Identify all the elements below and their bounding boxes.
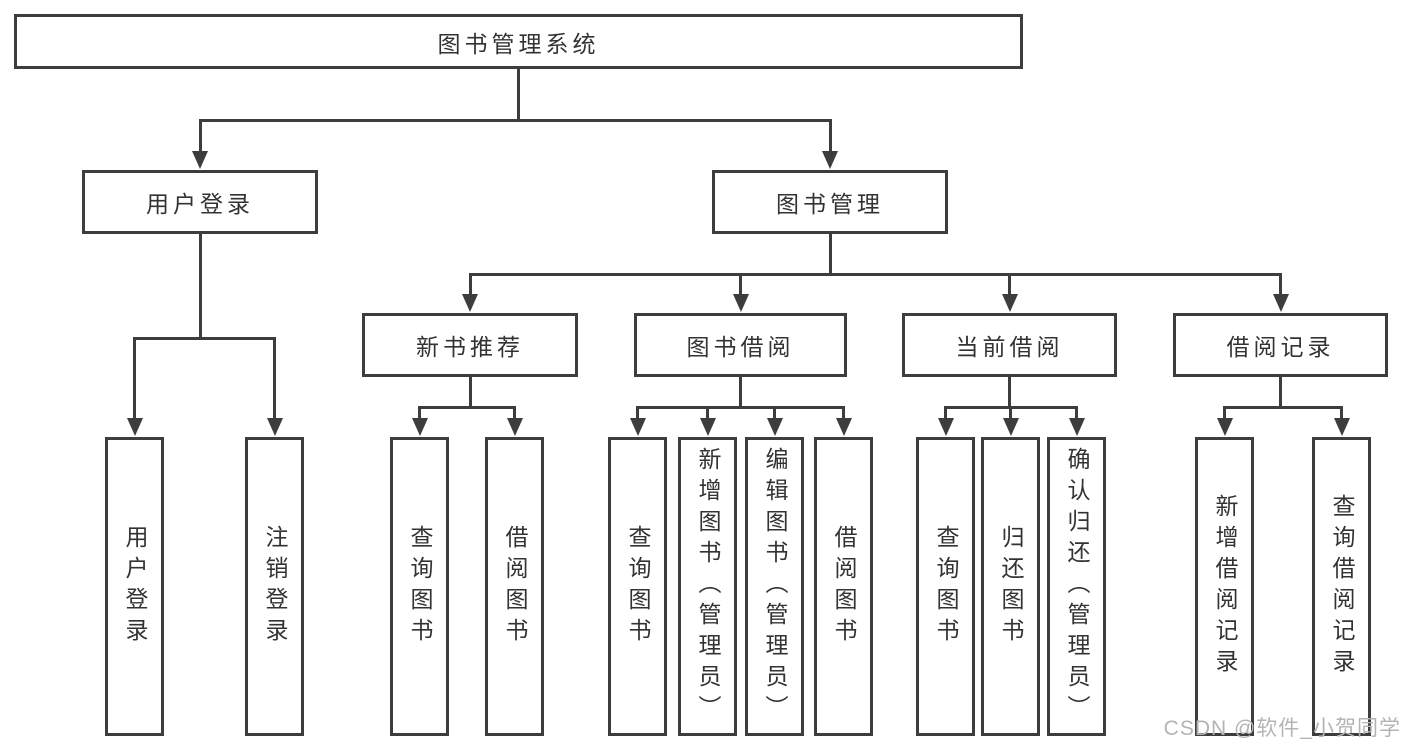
connector-stem <box>517 69 520 122</box>
arrow-down-icon <box>411 418 428 436</box>
connector-drop <box>706 409 709 420</box>
connector-stem <box>739 377 742 409</box>
node-label: 借阅记录 <box>1226 334 1335 360</box>
node-label: 注销登录 <box>262 524 288 649</box>
node-label: 编辑图书（管理员） <box>762 447 788 726</box>
node-root: 图书管理系统 <box>14 14 1023 69</box>
node-label: 用户登录 <box>122 524 148 649</box>
arrow-down-icon <box>1333 418 1350 436</box>
connector-stem <box>198 234 202 340</box>
node-leaf-logout: 注销登录 <box>245 437 304 736</box>
watermark: CSDN @软件_小贺同学 <box>1163 717 1401 740</box>
node-leaf-cb-return: 归还图书 <box>981 437 1040 736</box>
arrow-down-icon <box>1216 418 1233 436</box>
node-leaf-bb-borrow: 借阅图书 <box>814 437 873 736</box>
connector-drop <box>1340 409 1343 420</box>
connector-drop <box>133 340 136 420</box>
arrow-down-icon <box>126 418 143 436</box>
connector-stem <box>1279 377 1282 409</box>
arrow-down-icon <box>699 418 716 436</box>
arrow-down-icon <box>629 418 646 436</box>
connector-drop <box>1279 276 1282 296</box>
node-leaf-cb-query: 查询图书 <box>916 437 975 736</box>
node-leaf-nb-query: 查询图书 <box>390 437 449 736</box>
arrow-down-icon <box>1002 418 1019 436</box>
arrow-down-icon <box>732 294 749 312</box>
node-label: 图书管理系统 <box>437 30 600 57</box>
node-label: 新增图书（管理员） <box>695 447 721 726</box>
arrow-down-icon <box>835 418 852 436</box>
node-label: 查询借阅记录 <box>1329 493 1355 680</box>
node-leaf-user-login: 用户登录 <box>105 437 164 736</box>
node-label: 查询图书 <box>407 524 433 649</box>
connector-drop <box>1223 409 1226 420</box>
node-label: 确认归还（管理员） <box>1064 447 1090 726</box>
node-leaf-bb-add: 新增图书（管理员） <box>678 437 737 736</box>
node-leaf-bb-query: 查询图书 <box>608 437 667 736</box>
node-label: 查询图书 <box>625 524 651 649</box>
connector-branch <box>418 406 516 409</box>
connector-branch <box>468 273 1282 276</box>
node-label: 借阅图书 <box>502 524 528 649</box>
node-leaf-br-query: 查询借阅记录 <box>1312 437 1371 736</box>
node-leaf-br-add: 新增借阅记录 <box>1195 437 1254 736</box>
connector-drop <box>828 122 832 153</box>
connector-branch <box>198 119 832 122</box>
connector-stem <box>468 377 472 409</box>
connector-drop <box>636 409 639 420</box>
connector-stem <box>1008 377 1011 409</box>
node-book-mgmt: 图书管理 <box>712 170 948 234</box>
node-label: 图书借阅 <box>686 334 795 360</box>
connector-drop <box>739 276 742 296</box>
arrow-down-icon <box>266 418 283 436</box>
connector-drop <box>273 340 276 420</box>
node-borrow-records: 借阅记录 <box>1173 313 1388 377</box>
node-leaf-nb-borrow: 借阅图书 <box>485 437 544 736</box>
connector-stem <box>828 234 832 276</box>
arrow-down-icon <box>1001 294 1018 312</box>
node-label: 当前借阅 <box>955 334 1064 360</box>
connector-drop <box>944 409 947 420</box>
arrow-down-icon <box>506 418 523 436</box>
node-label: 图书管理 <box>776 191 884 217</box>
connector-drop <box>418 409 421 420</box>
connector-branch <box>133 337 276 340</box>
arrow-down-icon <box>937 418 954 436</box>
arrow-down-icon <box>192 151 208 169</box>
arrow-down-icon <box>1272 294 1289 312</box>
connector-drop <box>1075 409 1078 420</box>
connector-drop <box>773 409 776 420</box>
node-label: 新书推荐 <box>416 334 524 360</box>
connector-branch <box>636 406 845 409</box>
node-book-borrow: 图书借阅 <box>634 313 847 377</box>
connector-drop <box>842 409 845 420</box>
connector-branch <box>944 406 1078 409</box>
node-current-borrow: 当前借阅 <box>902 313 1117 377</box>
connector-drop <box>468 276 472 296</box>
arrow-down-icon <box>462 294 478 312</box>
node-label: 借阅图书 <box>831 524 857 649</box>
arrow-down-icon <box>822 151 838 169</box>
node-leaf-cb-confirm: 确认归还（管理员） <box>1047 437 1106 736</box>
connector-drop <box>513 409 516 420</box>
connector-drop <box>1009 409 1012 420</box>
node-user-login: 用户登录 <box>82 170 318 234</box>
connector-drop <box>1008 276 1011 296</box>
node-label: 归还图书 <box>998 524 1024 649</box>
node-label: 查询图书 <box>933 524 959 649</box>
node-new-book: 新书推荐 <box>362 313 578 377</box>
connector-branch <box>1223 406 1343 409</box>
arrow-down-icon <box>766 418 783 436</box>
node-label: 用户登录 <box>146 191 254 217</box>
connector-drop <box>198 122 202 153</box>
arrow-down-icon <box>1068 418 1085 436</box>
node-leaf-bb-edit: 编辑图书（管理员） <box>745 437 804 736</box>
node-label: 新增借阅记录 <box>1212 493 1238 680</box>
